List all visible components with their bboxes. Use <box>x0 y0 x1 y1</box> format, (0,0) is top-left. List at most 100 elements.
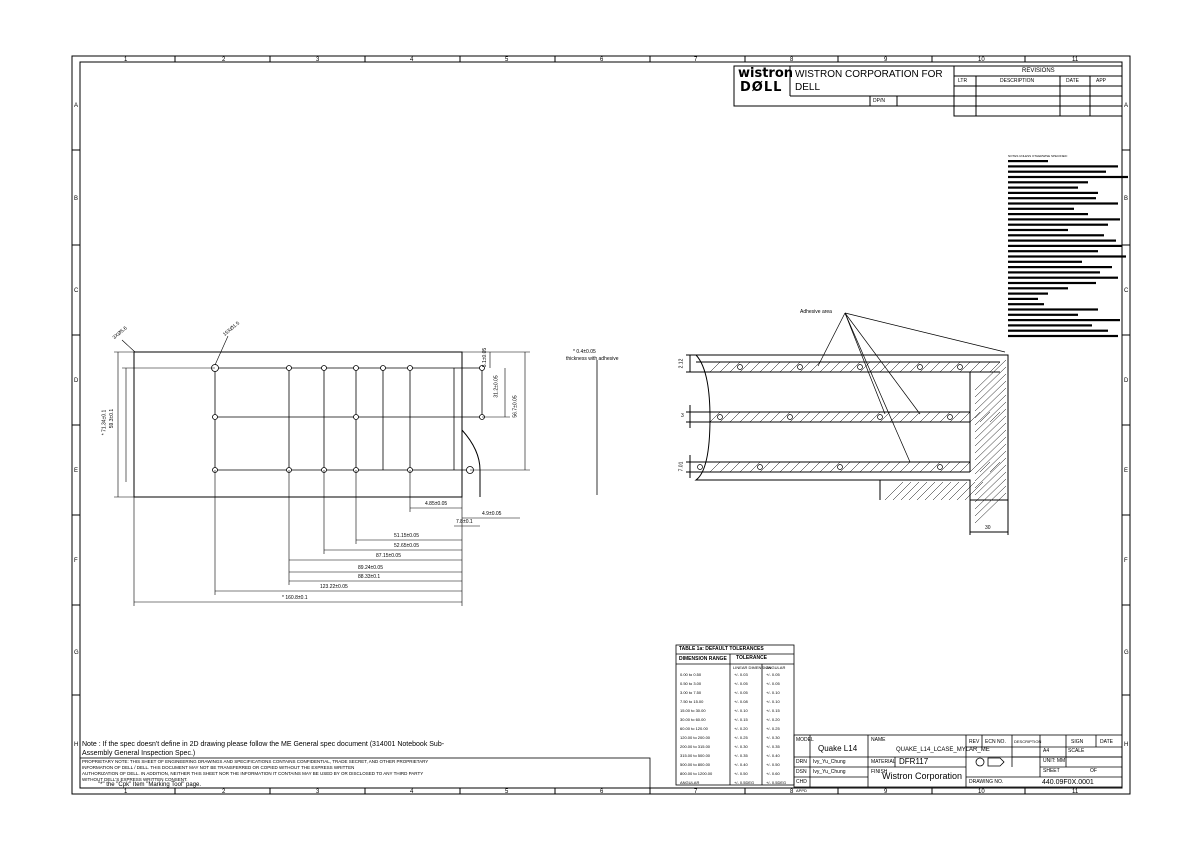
zone-row-A-left: A <box>74 103 79 109</box>
hatch-line <box>892 481 912 501</box>
zone-col-9-top: 9 <box>884 57 888 63</box>
hatch-line <box>869 461 881 473</box>
hatch-line <box>916 481 936 501</box>
scale-label: SCALE <box>1068 748 1085 754</box>
dim-h-5: 52.65±0.05 <box>394 543 419 549</box>
note-text-line <box>1008 244 1122 247</box>
zone-row-F-left: F <box>74 558 78 564</box>
hatch-line <box>809 361 821 373</box>
dsn-value: Ivy_Yu_Chung <box>813 769 846 775</box>
hatch-line <box>949 361 961 373</box>
hatch-line <box>759 361 771 373</box>
hatch-line <box>739 411 751 423</box>
zone-col-3-top: 3 <box>316 57 320 63</box>
chd-label: CHD <box>796 779 807 785</box>
zone-col-8-top: 8 <box>790 57 794 63</box>
zone-col-1-top: 1 <box>124 57 128 63</box>
note-text-line <box>1008 329 1108 332</box>
tolerance-table-frame <box>675 644 795 786</box>
note-text-line <box>1008 292 1048 295</box>
proprietary-line-1: PROPRIETARY NOTE: THIS SHEET OF ENGINEER… <box>82 759 429 764</box>
note-text-line <box>1008 324 1092 327</box>
hatch-line <box>974 471 1007 503</box>
hatch-line <box>909 411 921 423</box>
zone-row-G-right: G <box>1124 650 1129 656</box>
outer-frame <box>71 55 1131 795</box>
hatch-line <box>849 461 861 473</box>
tolerance-cell: +/- 0.25 <box>766 726 780 731</box>
hatch-line <box>974 380 1007 412</box>
adhesive-callout: Adhesive area <box>800 309 832 315</box>
tolerance-title: TABLE 1a: DEFAULT TOLERANCES <box>679 646 764 652</box>
hatch-line <box>969 411 981 423</box>
hatch-line <box>979 361 991 373</box>
hatch-line <box>799 461 811 473</box>
tolerance-sub-angular: ANGULAR <box>766 665 786 670</box>
hatch-line <box>829 361 841 373</box>
zone-col-5-bottom: 5 <box>505 789 509 795</box>
zone-col-6-bottom: 6 <box>600 789 604 795</box>
ecn-label: ECN NO. <box>985 739 1006 745</box>
hatch-line <box>819 411 831 423</box>
hatch-line <box>979 411 991 423</box>
hatch-line <box>940 481 960 501</box>
hatch-line <box>859 411 871 423</box>
tolerance-cell: 200.00 to 315.00 <box>680 744 711 749</box>
hatch-line <box>809 461 821 473</box>
hatch-line <box>749 411 761 423</box>
hatch-line <box>959 461 971 473</box>
hatch-line <box>932 481 952 501</box>
hatch-line <box>859 461 871 473</box>
note-text-line <box>1008 181 1088 184</box>
hatch-line <box>909 461 921 473</box>
hatch-line <box>959 361 971 373</box>
zone-row-F-right: F <box>1124 558 1128 564</box>
hatch-line <box>839 461 851 473</box>
sheet-label: SHEET <box>1043 768 1060 774</box>
tolerance-cell: +/- 0.40 <box>734 762 748 767</box>
note-text-line <box>1008 197 1096 200</box>
tolerance-cell: +/- 0.05 <box>734 690 748 695</box>
hatch-line <box>974 457 1007 489</box>
note-text-line <box>1008 260 1082 263</box>
proprietary-line-4: WITHOUT DELL'S EXPRESS WRITTEN CONSENT. <box>82 777 188 782</box>
corp-name: Wistron Corporation <box>882 771 963 781</box>
zone-ticks <box>72 56 1130 794</box>
tolerance-cell: +/- 0.10 <box>734 708 748 713</box>
right-view-hatching <box>709 359 1007 524</box>
rev-header-date: DATE <box>1066 78 1079 84</box>
note-text-line <box>1008 186 1078 189</box>
hatch-line <box>749 361 761 373</box>
rev-header-app: APP <box>1096 78 1107 84</box>
hatch-line <box>889 411 901 423</box>
zone-col-7-bottom: 7 <box>694 789 698 795</box>
zone-row-A-right: A <box>1124 103 1129 109</box>
dim-h-2: 4.9±0.05 <box>482 511 502 517</box>
hatch-line <box>974 394 1007 426</box>
a4-label: A4 <box>1043 748 1050 754</box>
hatch-line <box>929 461 941 473</box>
proprietary-box <box>79 757 651 789</box>
note-text-line <box>1008 276 1118 279</box>
hatch-line <box>974 443 1007 475</box>
tolerance-cell: +/- 0.60 <box>766 771 780 776</box>
hatch-line <box>849 411 861 423</box>
zone-col-11-top: 11 <box>1072 57 1079 63</box>
note-text-line <box>1008 234 1104 237</box>
thickness-note-2: thickness with adhesive <box>566 356 619 362</box>
hatch-line <box>799 361 811 373</box>
hatch-line <box>759 461 771 473</box>
note-text-line <box>1008 281 1096 285</box>
hatch-line <box>956 481 976 501</box>
tolerance-cell: +/- 0.20 <box>734 726 748 731</box>
hatch-line <box>909 361 921 373</box>
note-text-line <box>1008 191 1098 194</box>
note-text-line <box>1008 175 1128 179</box>
note-text-line <box>1008 170 1106 173</box>
tolerance-header-tol: TOLERANCE <box>736 655 768 661</box>
hatch-line <box>989 461 1001 473</box>
dim-h-3: 7.8±0.1 <box>456 519 473 525</box>
hatch-line <box>849 361 861 373</box>
hatch-line <box>969 361 981 373</box>
zone-col-10-top: 10 <box>978 57 985 63</box>
